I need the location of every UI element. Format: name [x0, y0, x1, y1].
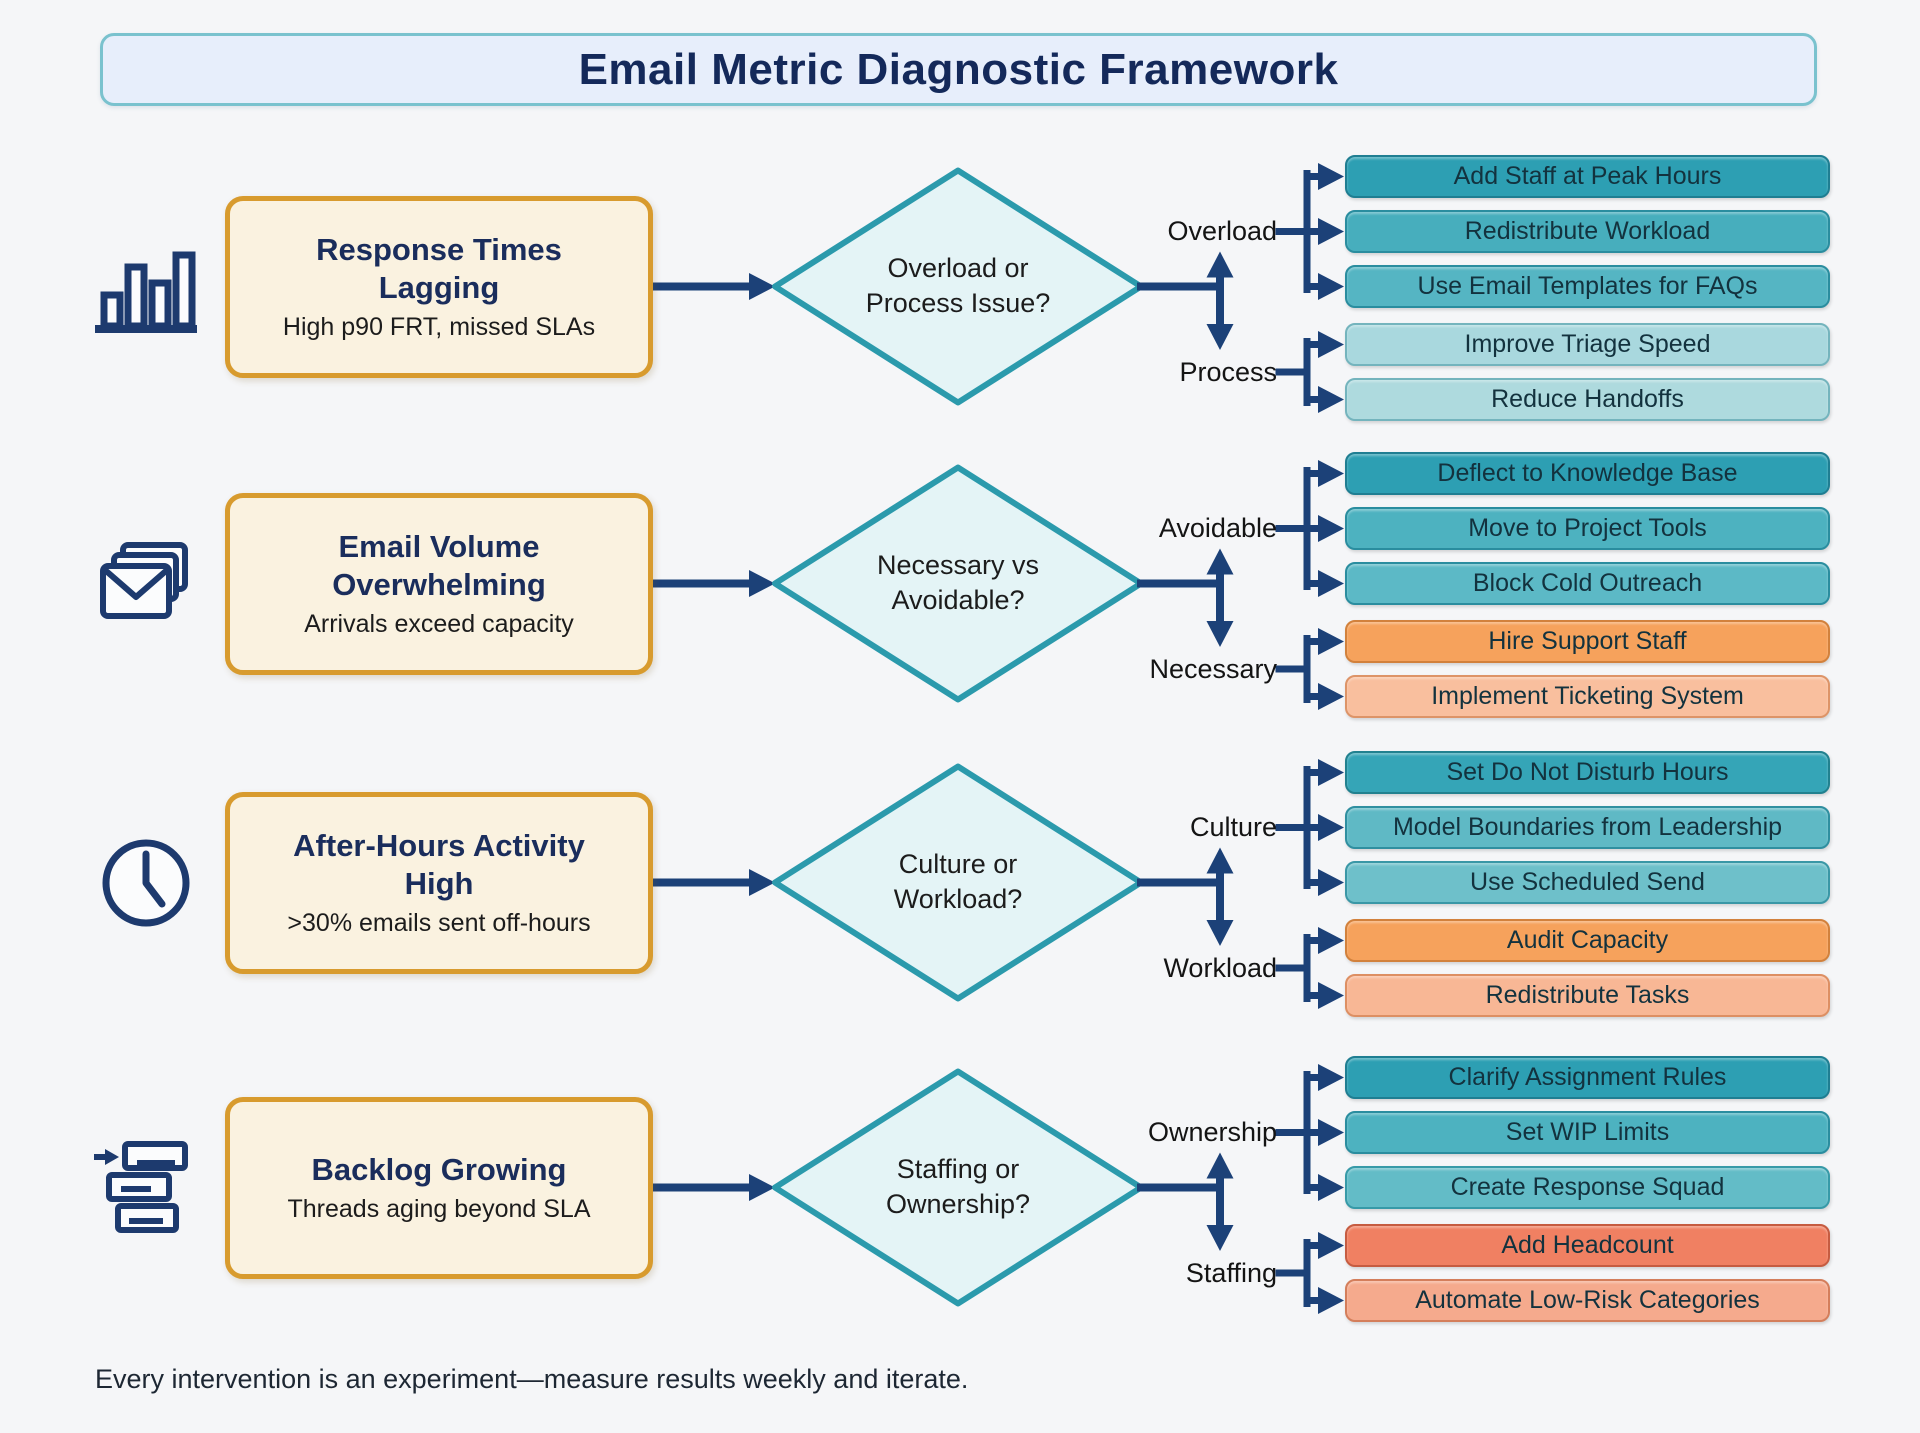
decision-question: Culture or Workload?: [793, 847, 1123, 917]
branch-label: Staffing: [1185, 1257, 1277, 1288]
action-box: Model Boundaries from Leadership: [1345, 806, 1830, 849]
bar-chart-icon: [91, 232, 201, 342]
question-line: Avoidable?: [891, 584, 1025, 615]
action-box: Set WIP Limits: [1345, 1111, 1830, 1154]
backlog-icon: [91, 1133, 201, 1243]
problem-title: Response Times Lagging: [316, 231, 562, 305]
action-box: Set Do Not Disturb Hours: [1345, 751, 1830, 794]
action-box: Add Staff at Peak Hours: [1345, 155, 1830, 198]
action-box: Redistribute Workload: [1345, 210, 1830, 253]
question-line: Culture or: [898, 848, 1018, 879]
action-box: Clarify Assignment Rules: [1345, 1056, 1830, 1099]
page-title: Email Metric Diagnostic Framework: [578, 44, 1339, 94]
clock-icon: [91, 828, 201, 938]
action-box: Hire Support Staff: [1345, 620, 1830, 663]
question-line: Overload or: [887, 252, 1029, 283]
problem-subtitle: High p90 FRT, missed SLAs: [282, 313, 596, 342]
problem-box: After-Hours Activity High >30% emails se…: [225, 791, 653, 974]
question-line: Necessary vs: [876, 549, 1040, 580]
action-box: Implement Ticketing System: [1345, 675, 1830, 718]
problem-box: Backlog Growing Threads aging beyond SLA: [225, 1096, 653, 1279]
action-box: Deflect to Knowledge Base: [1345, 452, 1830, 495]
problem-box: Response Times Lagging High p90 FRT, mis…: [225, 195, 653, 378]
branch-label: Avoidable: [1158, 513, 1277, 543]
action-box: Reduce Handoffs: [1345, 378, 1830, 421]
branch-label: Process: [1179, 356, 1277, 387]
decision-question: Staffing or Ownership?: [793, 1152, 1123, 1222]
problem-subtitle: Threads aging beyond SLA: [287, 1195, 591, 1224]
decision-question: Necessary vs Avoidable?: [793, 548, 1123, 618]
action-box: Add Headcount: [1345, 1224, 1830, 1267]
action-box: Redistribute Tasks: [1345, 974, 1830, 1017]
action-box: Block Cold Outreach: [1345, 562, 1830, 605]
branch-label: Culture: [1189, 812, 1277, 842]
question-line: Process Issue?: [865, 287, 1051, 318]
action-box: Audit Capacity: [1345, 919, 1830, 962]
problem-subtitle: >30% emails sent off-hours: [287, 909, 591, 938]
branch-label: Necessary: [1149, 653, 1277, 684]
action-box: Create Response Squad: [1345, 1166, 1830, 1209]
branch-label: Workload: [1163, 952, 1277, 983]
action-box: Move to Project Tools: [1345, 507, 1830, 550]
envelopes-icon: [91, 529, 201, 639]
branch-label: Ownership: [1147, 1117, 1277, 1147]
question-line: Ownership?: [885, 1188, 1031, 1219]
action-box: Automate Low-Risk Categories: [1345, 1279, 1830, 1322]
footer-note: Every intervention is an experiment—meas…: [95, 1364, 969, 1394]
problem-title: Email Volume Overwhelming: [332, 528, 546, 602]
branch-label: Overload: [1167, 216, 1277, 246]
problem-title: After-Hours Activity High: [293, 827, 585, 901]
action-box: Improve Triage Speed: [1345, 323, 1830, 366]
problem-title: Backlog Growing: [311, 1151, 567, 1187]
action-box: Use Scheduled Send: [1345, 861, 1830, 904]
title-bar: Email Metric Diagnostic Framework: [100, 33, 1817, 106]
question-line: Workload?: [893, 883, 1023, 914]
problem-subtitle: Arrivals exceed capacity: [304, 610, 574, 639]
action-box: Use Email Templates for FAQs: [1345, 265, 1830, 308]
question-line: Staffing or: [896, 1153, 1020, 1184]
decision-question: Overload or Process Issue?: [793, 251, 1123, 321]
problem-box: Email Volume Overwhelming Arrivals excee…: [225, 492, 653, 675]
